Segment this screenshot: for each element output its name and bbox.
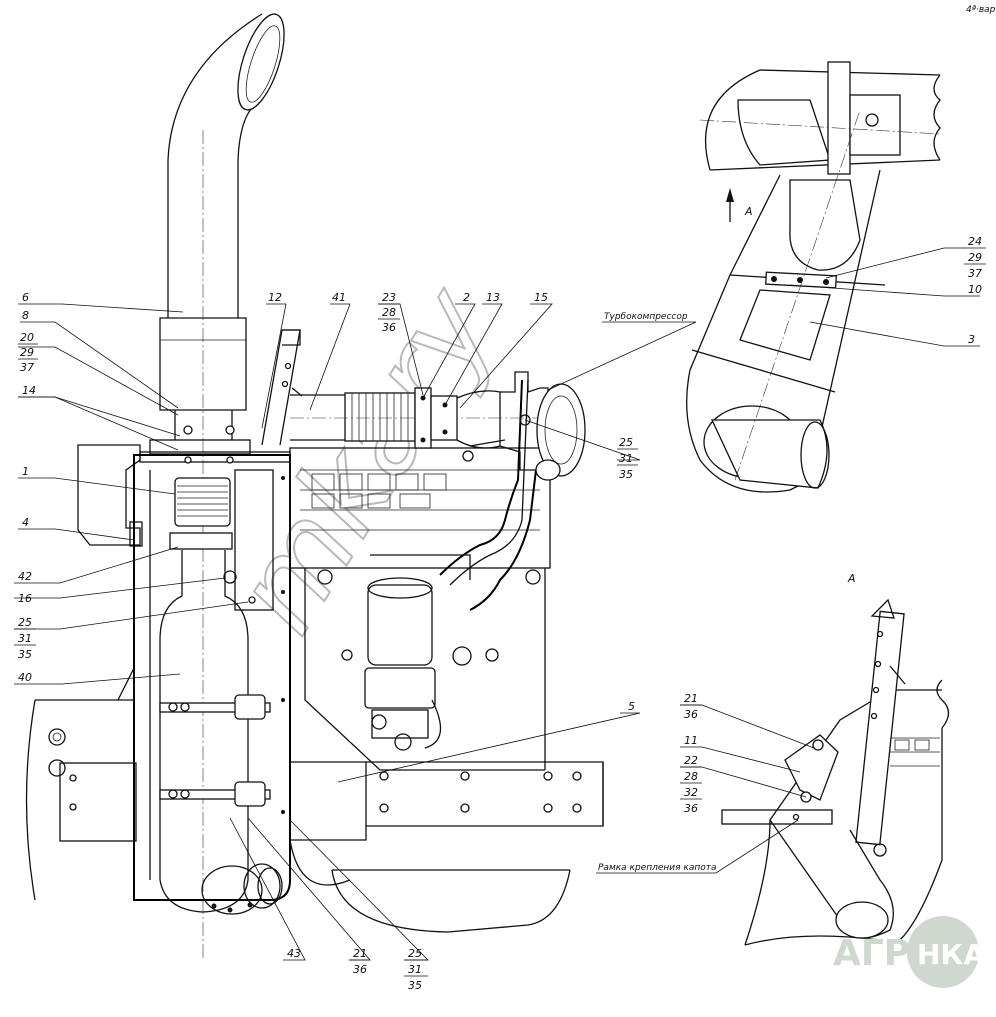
callout-28-viewa: 28 (684, 770, 698, 783)
callout-labels: 6 8 20 29 37 14 1 4 42 16 25 31 35 40 12… (14, 205, 986, 992)
callout-32: 32 (684, 786, 698, 799)
corner-mark: 4ª·вар (966, 5, 996, 15)
callout-2: 2 (463, 291, 470, 304)
callout-35-bottom: 35 (408, 979, 422, 992)
arrow-label: A (744, 205, 753, 218)
callout-3: 3 (968, 333, 975, 346)
logo-text-right: НКА (917, 938, 985, 971)
callout-24: 24 (968, 235, 982, 248)
callout-22: 22 (684, 754, 698, 767)
callout-37-right: 37 (968, 267, 982, 280)
callout-36-top: 36 (382, 321, 396, 334)
callout-36-viewa-2: 36 (684, 802, 698, 815)
main-view (14, 13, 697, 961)
callout-31-mid: 31 (619, 452, 633, 465)
callout-31-left: 31 (18, 632, 32, 645)
callout-21-bottom: 21 (353, 947, 367, 960)
hood-frame-label: Рамка крепления капота (598, 863, 717, 873)
callout-37: 37 (20, 361, 34, 374)
detail-view-top (686, 61, 980, 493)
callout-13: 13 (486, 291, 500, 304)
callout-31-bottom: 31 (408, 963, 422, 976)
callout-41: 41 (332, 291, 346, 304)
callout-23: 23 (382, 291, 396, 304)
muffler-housing (77, 425, 291, 915)
callout-35-left: 35 (18, 648, 32, 661)
engine (289, 379, 571, 933)
air-intake-pipe (290, 387, 540, 449)
callout-20: 20 (20, 331, 34, 344)
callout-36-bottom: 36 (353, 963, 367, 976)
callout-29: 29 (20, 346, 34, 359)
callout-6: 6 (22, 291, 29, 304)
callout-35-mid: 35 (619, 468, 633, 481)
callout-16: 16 (18, 592, 32, 605)
agro-nka-logo: АГРО НКА (833, 916, 985, 988)
callout-4: 4 (22, 516, 29, 529)
chassis-left (25, 667, 137, 901)
callout-1: 1 (22, 465, 29, 478)
turbocharger (462, 371, 586, 481)
callout-5: 5 (628, 700, 635, 713)
callout-11: 11 (684, 734, 698, 747)
watermark: mkary (207, 263, 523, 655)
callout-8: 8 (22, 309, 29, 322)
frame-rail (289, 761, 604, 886)
logo-circle (907, 916, 979, 988)
callout-43: 43 (287, 947, 301, 960)
support-bracket (261, 329, 303, 446)
callout-15: 15 (534, 291, 548, 304)
callout-29-right: 29 (968, 251, 982, 264)
callout-25-left: 25 (18, 616, 32, 629)
turbo-label: Турбокомпрессор (604, 312, 688, 322)
view-a-label: A (847, 572, 856, 585)
callout-40: 40 (18, 671, 32, 684)
detail-view-a (596, 598, 950, 946)
callout-10: 10 (968, 283, 982, 296)
callout-12: 12 (268, 291, 282, 304)
callout-14: 14 (22, 384, 36, 397)
callout-42: 42 (18, 570, 32, 583)
callout-36-viewa: 36 (684, 708, 698, 721)
callout-28-top: 28 (382, 306, 396, 319)
callout-25-bottom: 25 (408, 947, 422, 960)
callout-21-viewa: 21 (684, 692, 698, 705)
callout-25-mid: 25 (619, 436, 633, 449)
